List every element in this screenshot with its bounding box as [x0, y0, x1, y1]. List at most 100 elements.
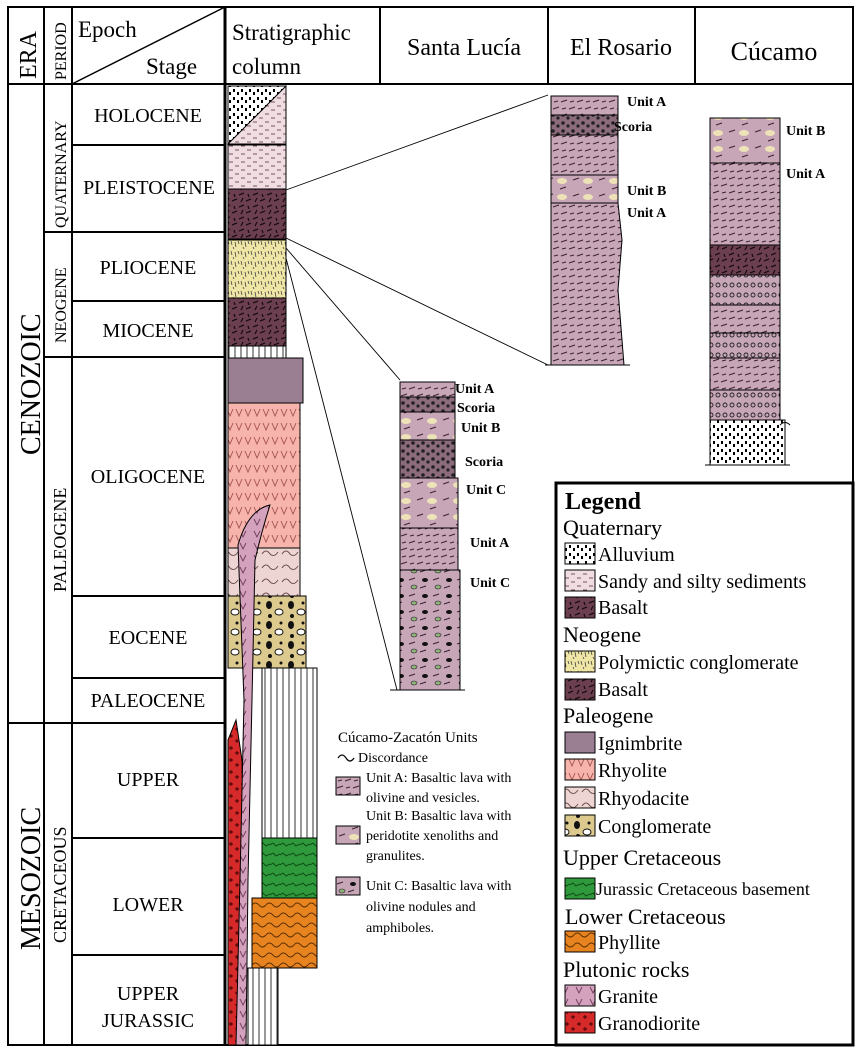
epoch-upper: UPPER [117, 769, 180, 791]
rosario-unit-a-bottom: Unit A [627, 206, 667, 221]
era-cenozoic: CENOZOIC [16, 313, 47, 455]
period-neogene: NEOGENE [53, 267, 70, 343]
legend-swatch-basalt-q [565, 597, 595, 618]
unit-c-line-3: amphiboles. [366, 921, 434, 936]
sl-unit-a-2: Unit A [470, 536, 510, 551]
epoch-miocene: MIOCENE [102, 320, 193, 342]
epoch-paleocene: PALEOCENE [91, 690, 206, 712]
cucamo-unit-a: Unit A [786, 167, 826, 182]
legend-title: Legend [565, 489, 642, 515]
header-row: ERA PERIOD Epoch Stage Stratigraphic col… [16, 17, 817, 80]
layer-vertical-hatch [262, 668, 317, 838]
sl-scoria-1: Scoria [457, 401, 495, 416]
stratigraphic-column [228, 86, 317, 1045]
epoch-lower: LOWER [112, 894, 184, 916]
sl-unit-b: Unit B [461, 421, 500, 436]
epoch-eocene: EOCENE [109, 627, 188, 649]
sl-unit-c-1: Unit C [466, 483, 506, 498]
epoch-labels: HOLOCENE PLEISTOCENE PLIOCENE MIOCENE OL… [83, 105, 215, 1032]
cucamo-unit-b: Unit B [786, 124, 825, 139]
units-key-title: Cúcamo-Zacatón Units [338, 730, 478, 746]
legend-group-neogene: Neogene [563, 622, 641, 647]
legend-swatch-rhyodacite [565, 787, 595, 808]
layer-jurassic-basement [262, 838, 317, 898]
legend-swatch-basement [565, 878, 595, 899]
epoch-pliocene: PLIOCENE [100, 257, 197, 279]
legend-swatch-polymictic [565, 651, 595, 672]
layer-conglomerate [228, 596, 306, 668]
epoch-holocene: HOLOCENE [94, 105, 202, 127]
layer-thin-band [228, 346, 286, 358]
layer-ignimbrite [228, 358, 303, 403]
header-santa-lucia: Santa Lucía [407, 35, 521, 61]
header-epoch: Epoch [78, 17, 137, 42]
legend-swatch-ignimbrite [565, 732, 595, 753]
legend-polymictic: Polymictic conglomerate [598, 652, 799, 674]
legend-granite: Granite [598, 986, 658, 1008]
unit-c-line-1: Unit C: Basaltic lava with [366, 879, 511, 894]
legend-swatch-granodiorite [565, 1012, 595, 1033]
unit-c-swatch [336, 877, 360, 895]
legend-alluvium: Alluvium [598, 544, 675, 566]
el-rosario-labels: Unit A Scoria Unit B Unit A [614, 95, 667, 221]
legend-sandy: Sandy and silty sediments [598, 571, 807, 593]
legend-swatch-sandy [565, 570, 595, 591]
layer-miocene-basalt [228, 298, 286, 346]
layer-pleistocene-sand [228, 145, 286, 189]
period-cretaceous: CRETACEOUS [50, 826, 70, 943]
era-mesozoic: MESOZOIC [16, 807, 47, 950]
legend-phyllite: Phyllite [598, 932, 660, 954]
unit-b-line-2: peridotite xenoliths and [366, 829, 498, 844]
legend-swatch-granite [565, 985, 595, 1006]
legend-group-lower-cret: Lower Cretaceous [565, 904, 726, 929]
epoch-pleistocene: PLEISTOCENE [83, 177, 215, 199]
legend-basalt-q: Basalt [598, 597, 648, 619]
sl-unit-a-1: Unit A [455, 382, 495, 397]
legend-group-plutonic: Plutonic rocks [563, 957, 690, 982]
unit-a-line-1: Unit A: Basaltic lava with [366, 771, 511, 786]
header-cucamo: Cúcamo [731, 37, 818, 66]
epoch-oligocene: OLIGOCENE [91, 466, 205, 488]
el-rosario-column [545, 96, 630, 365]
period-paleogene: PALEOGENE [50, 488, 70, 592]
legend-basalt-n: Basalt [598, 679, 648, 701]
legend-swatch-conglomerate [565, 815, 595, 836]
period-quaternary: QUATERNARY [53, 120, 70, 228]
layer-vertical-hatch-lower [248, 968, 278, 1045]
epoch-upper-jurassic-1: UPPER [117, 983, 180, 1005]
santa-lucia-labels: Unit A Scoria Unit B Scoria Unit C Unit … [455, 382, 510, 591]
legend-rhyodacite: Rhyodacite [598, 788, 689, 810]
rosario-scoria: Scoria [614, 120, 652, 135]
header-el-rosario: El Rosario [570, 35, 672, 61]
rosario-unit-b: Unit B [627, 184, 666, 199]
units-key-discordance: Discordance [358, 751, 428, 766]
sl-unit-c-2: Unit C [470, 576, 510, 591]
units-key: Cúcamo-Zacatón Units Discordance Unit A:… [336, 730, 511, 936]
legend-group-paleogene: Paleogene [563, 703, 653, 728]
header-strat-1: Stratigraphic [232, 20, 351, 45]
unit-b-line-3: granulites. [366, 849, 425, 864]
header-stage: Stage [146, 54, 197, 79]
unit-b-line-1: Unit B: Basaltic lava with [366, 809, 511, 824]
legend-swatch-rhyolite [565, 759, 595, 780]
layer-pleistocene-basalt [228, 189, 286, 239]
unit-c-line-2: olivine nodules and [366, 900, 476, 915]
legend-swatch-basalt-n [565, 679, 595, 700]
sl-scoria-2: Scoria [465, 455, 503, 470]
unit-a-swatch [336, 777, 360, 795]
legend-group-upper-cret: Upper Cretaceous [563, 845, 721, 870]
santa-lucia-column [390, 382, 465, 690]
rosario-unit-a-top: Unit A [627, 95, 667, 110]
header-period: PERIOD [53, 22, 70, 80]
legend-ignimbrite: Ignimbrite [598, 733, 683, 755]
legend-basement: Jurassic Cretaceous basement [596, 879, 810, 899]
legend-conglomerate: Conglomerate [598, 816, 711, 838]
legend-group-quaternary: Quaternary [563, 515, 662, 540]
cucamo-labels: Unit B Unit A [786, 124, 826, 182]
legend-granodiorite: Granodiorite [598, 1013, 700, 1035]
legend-swatch-alluvium [565, 543, 595, 564]
unit-a-line-2: olivine and vesicles. [366, 791, 480, 806]
header-era: ERA [16, 30, 42, 79]
epoch-upper-jurassic-2: JURASSIC [102, 1010, 194, 1032]
